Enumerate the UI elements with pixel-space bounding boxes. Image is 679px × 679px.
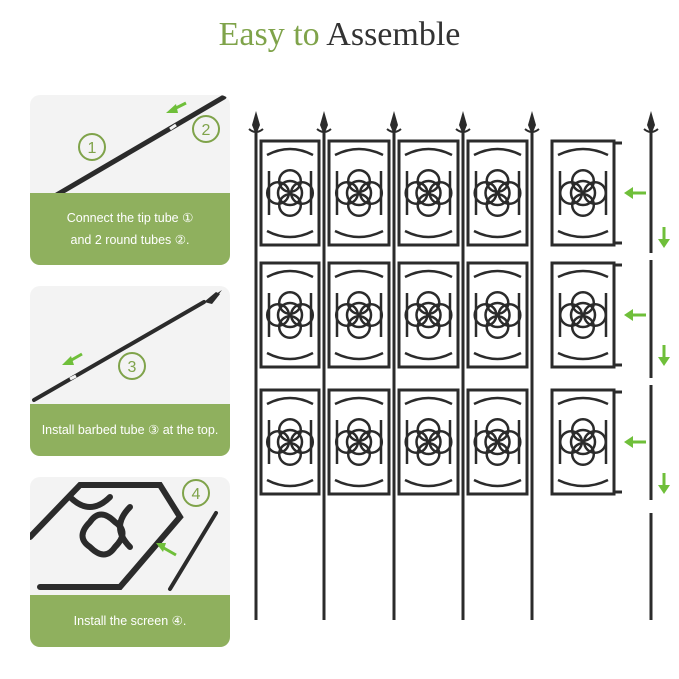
step1-caption-line2: and 2 round tubes ②. — [70, 233, 190, 247]
finial-collar — [643, 128, 659, 133]
step-card-1: 1 2 Connect the tip tube ① and 2 round t… — [30, 95, 230, 265]
fence-panel — [327, 388, 391, 496]
arrow-down-icon — [658, 239, 670, 248]
arrow-down-icon — [658, 485, 670, 494]
svg-text:4: 4 — [192, 486, 201, 503]
finial-collar — [386, 128, 402, 133]
arrow-left-icon — [156, 543, 177, 557]
fence-panel — [466, 388, 529, 496]
title-accent: Easy to — [218, 16, 320, 53]
step1-caption: Connect the tip tube ① and 2 round tubes… — [30, 193, 230, 265]
finial-icon — [204, 290, 222, 304]
fence-panel — [259, 139, 321, 247]
finial-icon — [459, 111, 467, 135]
fence-panel — [327, 139, 391, 247]
fence-panel — [550, 139, 616, 247]
step1-illustration: 1 2 — [33, 95, 227, 210]
fence-panel — [466, 261, 529, 369]
step3-illustration: 4 — [30, 479, 218, 591]
number-badge-4 — [182, 479, 210, 507]
number-badge-1 — [78, 133, 106, 161]
arrow-left-icon — [624, 436, 633, 448]
finial-icon — [528, 111, 536, 135]
fence-panel — [550, 388, 616, 496]
arrow-left-icon — [624, 187, 633, 199]
title-main: Assemble — [326, 16, 461, 53]
arrow-down-icon — [658, 357, 670, 366]
finial-collar — [524, 128, 540, 133]
step1-caption-line1: Connect the tip tube ① — [66, 211, 194, 225]
finial-collar — [455, 128, 471, 133]
fence-panel — [550, 261, 616, 369]
finial-icon — [647, 111, 655, 135]
finial-collar — [316, 128, 332, 133]
step2-caption-line1: Install barbed tube ③ at the top. — [41, 423, 219, 437]
fence-panel — [397, 388, 460, 496]
fence-panel — [397, 261, 460, 369]
number-badge-2 — [192, 115, 220, 143]
fence-panel — [466, 139, 529, 247]
step2-caption: Install barbed tube ③ at the top. — [30, 404, 230, 456]
finial-icon — [252, 111, 260, 135]
step-card-3: 4 Install the screen ④. — [30, 477, 230, 647]
finial-icon — [320, 111, 328, 135]
fence-panel — [397, 139, 460, 247]
number-badge-3 — [118, 352, 146, 380]
fence-panel — [259, 388, 321, 496]
svg-text:2: 2 — [202, 122, 211, 139]
svg-text:1: 1 — [88, 140, 97, 157]
finial-icon — [390, 111, 398, 135]
arrow-left-icon — [62, 352, 83, 365]
step-card-2: 3 Install barbed tube ③ at the top. — [30, 286, 230, 456]
step3-caption-line1: Install the screen ④. — [73, 614, 187, 628]
fence-panel — [327, 261, 391, 369]
arrow-left-icon — [166, 101, 187, 113]
fence-assembly-diagram — [248, 111, 670, 620]
quatrefoil-panel-icon — [30, 482, 184, 590]
svg-text:3: 3 — [128, 359, 137, 376]
fence-panel — [259, 261, 321, 369]
page-title: Easy to Assemble — [0, 16, 679, 54]
step3-caption: Install the screen ④. — [30, 595, 230, 647]
finial-collar — [248, 128, 264, 133]
step2-illustration: 3 — [32, 290, 222, 402]
arrow-left-icon — [624, 309, 633, 321]
